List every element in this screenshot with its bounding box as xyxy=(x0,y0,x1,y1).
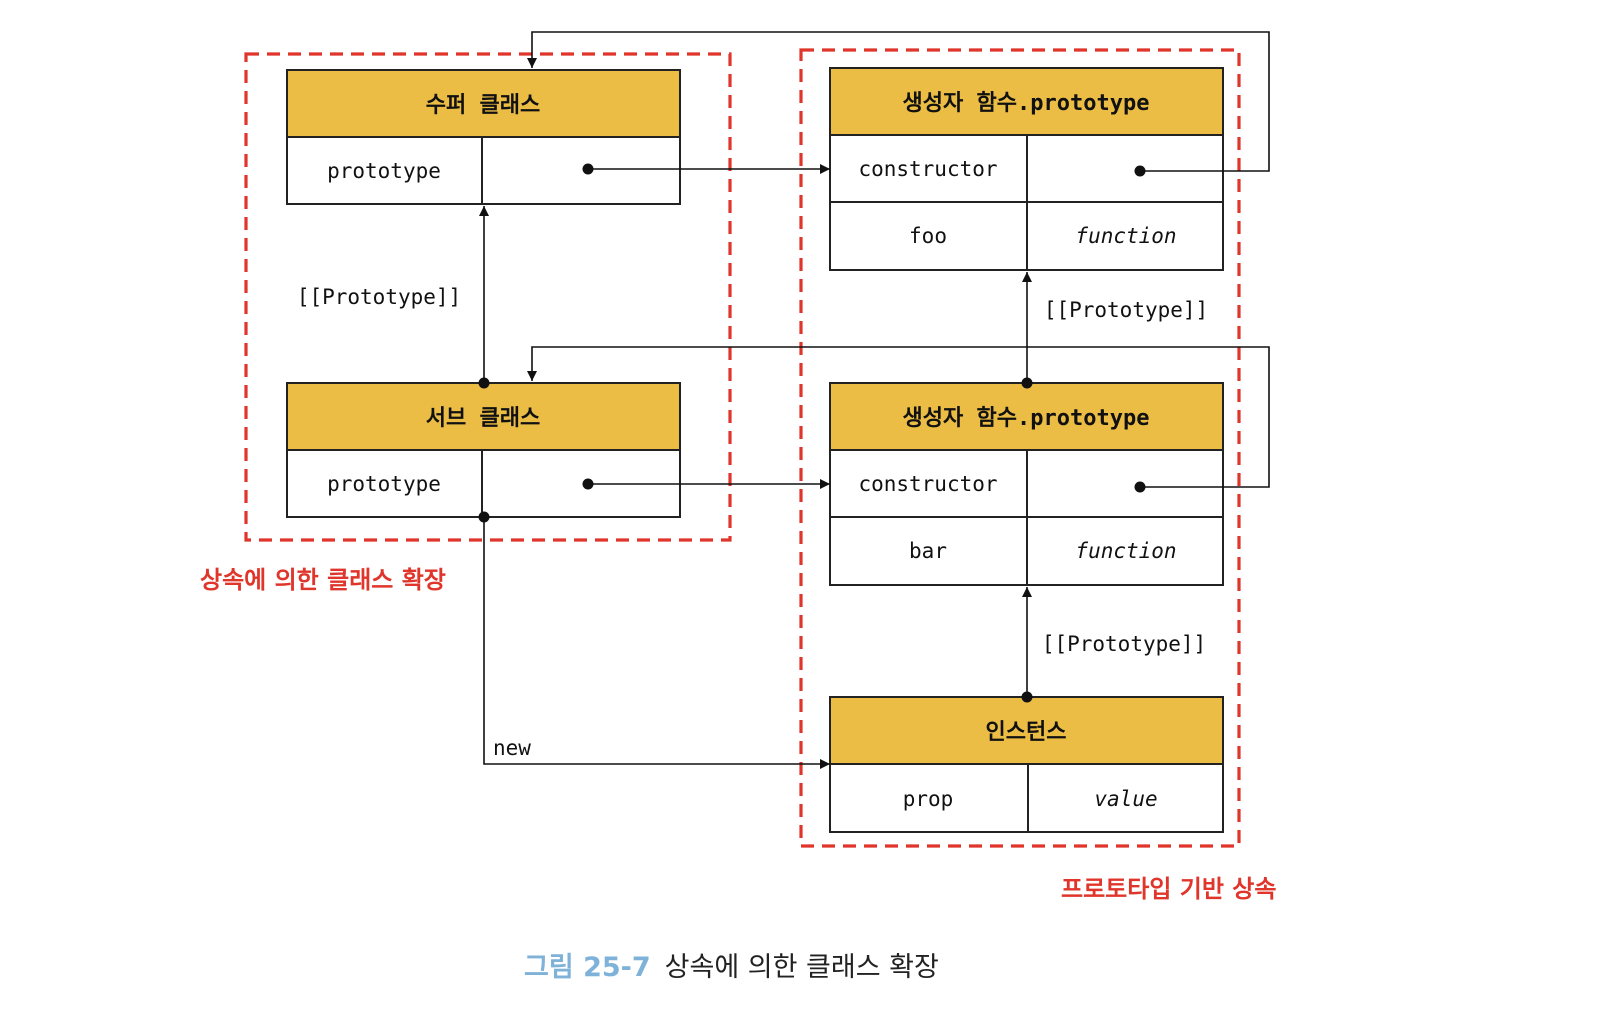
sub-prototype-box: 생성자 함수.prototype constructor bar functio… xyxy=(829,382,1224,586)
sub-prototype-constructor-link xyxy=(527,346,1270,493)
sub-class-title: 서브 클래스 xyxy=(426,406,540,431)
class-extension-label: 상속에 의한 클래스 확장 xyxy=(200,566,446,594)
sub-prototype-bar-key: bar xyxy=(909,539,947,563)
sub-class-prototype-link xyxy=(582,478,830,490)
sub-prototype-to-super-prototype-link xyxy=(1021,272,1033,389)
super-class-prototype-key: prototype xyxy=(327,159,441,183)
sub-prototype-bar-value: function xyxy=(1075,539,1176,563)
sub-prototype-title: 생성자 함수.prototype xyxy=(903,406,1150,431)
super-prototype-constructor-link xyxy=(527,31,1270,177)
super-class-prototype-link xyxy=(582,163,830,175)
instance-to-sub-prototype-link xyxy=(1021,587,1033,703)
instance-prop-key: prop xyxy=(903,787,954,811)
sub-class-prototype-key: prototype xyxy=(327,472,441,496)
prototype-inheritance-group-border xyxy=(799,48,1241,848)
sub-class-box: 서브 클래스 prototype xyxy=(286,382,681,518)
super-class-title: 수퍼 클래스 xyxy=(426,93,540,118)
instance-title: 인스턴스 xyxy=(986,720,1067,745)
super-class-box: 수퍼 클래스 prototype xyxy=(286,69,681,205)
super-prototype-constructor-key: constructor xyxy=(858,157,997,181)
prototype-inheritance-label: 프로토타입 기반 상속 xyxy=(1061,875,1276,903)
instance-box: 인스턴스 prop value xyxy=(829,696,1224,833)
sub-prototype-constructor-key: constructor xyxy=(858,472,997,496)
sub-class-prototype-edge-label: [[Prototype]] xyxy=(297,285,461,309)
instance-edge-label: [[Prototype]] xyxy=(1042,632,1206,656)
figure-caption-number: 그림 25-7 xyxy=(524,952,651,983)
new-link xyxy=(478,511,830,769)
figure-caption-text: 상속에 의한 클래스 확장 xyxy=(665,952,939,983)
new-edge-label: new xyxy=(493,736,531,760)
sub-class-to-super-class-link xyxy=(478,206,490,389)
super-prototype-title: 생성자 함수.prototype xyxy=(903,91,1150,116)
super-prototype-box: 생성자 함수.prototype constructor foo functio… xyxy=(829,67,1224,271)
class-extension-group-border xyxy=(244,52,732,542)
super-prototype-foo-key: foo xyxy=(909,224,947,248)
super-prototype-foo-value: function xyxy=(1075,224,1176,248)
sub-prototype-edge-label: [[Prototype]] xyxy=(1044,298,1208,322)
instance-prop-value: value xyxy=(1094,787,1157,811)
figure-caption: 그림 25-7 상속에 의한 클래스 확장 xyxy=(524,952,939,983)
